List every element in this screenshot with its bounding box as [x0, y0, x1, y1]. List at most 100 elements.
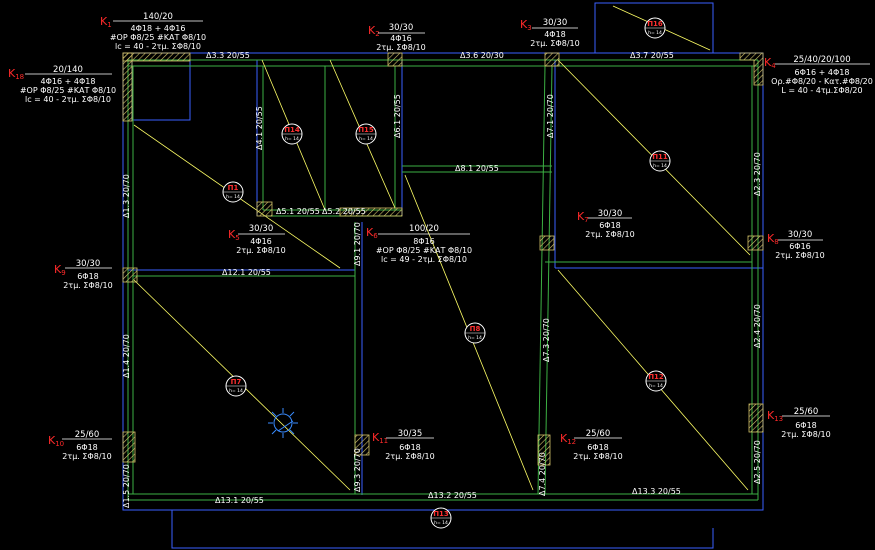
- beam-label: Δ5.2 20/55: [322, 207, 366, 216]
- svg-text:#ΟΡ Φ8/25 #ΚΑΤ Φ8/10: #ΟΡ Φ8/25 #ΚΑΤ Φ8/10: [376, 246, 472, 255]
- svg-text:K6: K6: [366, 226, 378, 240]
- column-labels: K1 140/20 4Φ18 + 4Φ16 #ΟΡ Φ8/25 #ΚΑΤ Φ8/…: [8, 12, 873, 461]
- svg-text:4Φ16 + 4Φ18: 4Φ16 + 4Φ18: [41, 77, 96, 86]
- column-k4: K4 25/40/20/100 6Φ16 + 4Φ18 Oρ.#Φ8/20 - …: [764, 55, 873, 95]
- beam-labels-horizontal: Δ3.3 20/55 Δ3.6 20/30 Δ3.7 20/55 Δ5.1 20…: [206, 51, 681, 505]
- slab-marker[interactable]: Π8h= 14: [464, 322, 486, 344]
- svg-text:2τμ. ΣΦ8/10: 2τμ. ΣΦ8/10: [236, 246, 285, 255]
- svg-text:K7: K7: [577, 210, 589, 224]
- svg-text:6Φ16 + 4Φ18: 6Φ16 + 4Φ18: [795, 68, 850, 77]
- svg-text:K10: K10: [48, 434, 64, 448]
- svg-text:Π7: Π7: [231, 378, 242, 386]
- svg-text:2τμ. ΣΦ8/10: 2τμ. ΣΦ8/10: [573, 452, 622, 461]
- svg-text:K5: K5: [228, 228, 240, 242]
- column-k8: K8 30/30 6Φ16 2τμ. ΣΦ8/10: [767, 230, 825, 260]
- column-k12: K12 25/60 6Φ18 2τμ. ΣΦ8/10: [560, 429, 623, 461]
- svg-text:L = 40 - 4τμ.ΣΦ8/20: L = 40 - 4τμ.ΣΦ8/20: [781, 86, 862, 95]
- svg-text:Π12: Π12: [648, 373, 664, 381]
- svg-text:#ΟΡ Φ8/25 #ΚΑΤ Φ8/10: #ΟΡ Φ8/25 #ΚΑΤ Φ8/10: [110, 33, 206, 42]
- svg-text:Oρ.#Φ8/20 - Κατ.#Φ8/20: Oρ.#Φ8/20 - Κατ.#Φ8/20: [771, 77, 873, 86]
- svg-text:#ΟΡ Φ8/25 #ΚΑΤ Φ8/10: #ΟΡ Φ8/25 #ΚΑΤ Φ8/10: [20, 86, 116, 95]
- beam-label: Δ13.2 20/55: [428, 491, 477, 500]
- slab-marker[interactable]: Π11 h= 14: [649, 150, 671, 172]
- beam-label: Δ9.1 20/70: [353, 222, 362, 266]
- svg-text:lc = 40 - 2τμ. ΣΦ8/10: lc = 40 - 2τμ. ΣΦ8/10: [25, 95, 111, 104]
- svg-text:h= 14: h= 14: [434, 520, 448, 526]
- svg-text:K13: K13: [767, 409, 783, 423]
- svg-text:6Φ18: 6Φ18: [77, 272, 99, 281]
- svg-text:4Φ16: 4Φ16: [390, 34, 412, 43]
- svg-text:h= 14: h= 14: [359, 136, 373, 142]
- svg-text:K4: K4: [764, 56, 776, 70]
- column-k3: K3 30/30 4Φ18 2τμ. ΣΦ8/10: [520, 18, 580, 48]
- svg-text:2τμ. ΣΦ8/10: 2τμ. ΣΦ8/10: [376, 43, 425, 52]
- svg-text:Π13: Π13: [433, 510, 449, 518]
- slab-marker[interactable]: Π13 h= 14: [430, 507, 452, 529]
- beam-label: Δ1.5 20/70: [122, 464, 131, 508]
- slab-marker[interactable]: Π1h= 14: [222, 181, 244, 203]
- svg-text:lc = 49 - 2τμ. ΣΦ8/10: lc = 49 - 2τμ. ΣΦ8/10: [381, 255, 467, 264]
- svg-text:h= 14: h= 14: [653, 163, 667, 169]
- column-k2: K2 30/30 4Φ16 2τμ. ΣΦ8/10: [368, 23, 426, 52]
- light-fixture-icon: [268, 408, 298, 438]
- svg-text:K2: K2: [368, 24, 380, 38]
- beam-label: Δ4.1 20/55: [255, 106, 264, 150]
- svg-text:30/30: 30/30: [598, 209, 623, 219]
- column-k6: K6 100/20 8Φ16 #ΟΡ Φ8/25 #ΚΑΤ Φ8/10 lc =…: [366, 224, 472, 264]
- svg-text:30/35: 30/35: [398, 429, 423, 439]
- svg-text:K9: K9: [54, 263, 66, 277]
- svg-text:h= 14: h= 14: [648, 30, 662, 36]
- columns-hatched: [122, 52, 764, 466]
- beam-label: Δ1.3 20/70: [122, 174, 131, 218]
- svg-text:2τμ. ΣΦ8/10: 2τμ. ΣΦ8/10: [781, 430, 830, 439]
- svg-text:Π15: Π15: [358, 126, 374, 134]
- column-k1: K1 140/20 4Φ18 + 4Φ16 #ΟΡ Φ8/25 #ΚΑΤ Φ8/…: [100, 12, 206, 51]
- beam-label: Δ9.3 20/70: [353, 448, 362, 492]
- svg-text:4Φ16: 4Φ16: [250, 237, 272, 246]
- column-k18: K18 20/140 4Φ16 + 4Φ18 #ΟΡ Φ8/25 #ΚΑΤ Φ8…: [8, 65, 116, 104]
- column-k13: K13 25/60 6Φ18 2τμ. ΣΦ8/10: [767, 407, 831, 439]
- slab-marker[interactable]: Π15 h= 14: [355, 123, 377, 145]
- svg-text:4Φ18: 4Φ18: [544, 30, 566, 39]
- slab-marker[interactable]: Π14 h= 14: [281, 123, 303, 145]
- svg-text:6Φ16: 6Φ16: [789, 242, 811, 251]
- svg-text:25/60: 25/60: [75, 430, 100, 440]
- svg-text:100/20: 100/20: [409, 224, 439, 234]
- beam-label: Δ3.6 20/30: [460, 51, 504, 60]
- svg-text:20/140: 20/140: [53, 65, 83, 75]
- svg-text:6Φ18: 6Φ18: [76, 443, 98, 452]
- svg-text:Π14: Π14: [284, 126, 300, 134]
- svg-text:h= 14: h= 14: [649, 383, 663, 389]
- svg-text:25/60: 25/60: [794, 407, 819, 417]
- beam-label: Δ2.4 20/70: [753, 304, 762, 348]
- svg-text:6Φ18: 6Φ18: [599, 221, 621, 230]
- svg-text:2τμ. ΣΦ8/10: 2τμ. ΣΦ8/10: [385, 452, 434, 461]
- beam-label: Δ13.3 20/55: [632, 487, 681, 496]
- beams: [127, 59, 759, 501]
- column-k9: K9 30/30 6Φ18 2τμ. ΣΦ8/10: [54, 259, 113, 290]
- slab-marker[interactable]: Π7h= 14: [225, 375, 247, 397]
- svg-text:4Φ18 + 4Φ16: 4Φ18 + 4Φ16: [131, 24, 186, 33]
- column-k7: K7 30/30 6Φ18 2τμ. ΣΦ8/10: [577, 209, 635, 239]
- beam-label: Δ12.1 20/55: [222, 268, 271, 277]
- svg-text:2τμ. ΣΦ8/10: 2τμ. ΣΦ8/10: [585, 230, 634, 239]
- beam-label: Δ6.1 20/55: [393, 94, 402, 138]
- beam-label: Δ5.1 20/55: [276, 207, 320, 216]
- svg-text:2τμ. ΣΦ8/10: 2τμ. ΣΦ8/10: [63, 281, 112, 290]
- svg-text:30/30: 30/30: [788, 230, 813, 240]
- svg-text:6Φ18: 6Φ18: [587, 443, 609, 452]
- svg-text:Π11: Π11: [652, 153, 668, 161]
- svg-text:h= 14: h= 14: [285, 136, 299, 142]
- svg-text:8Φ16: 8Φ16: [413, 237, 435, 246]
- slab-marker[interactable]: Π12 h= 14: [645, 370, 667, 392]
- svg-text:30/30: 30/30: [543, 18, 568, 28]
- svg-text:Π1: Π1: [228, 184, 239, 192]
- beam-label: Δ8.1 20/55: [455, 164, 499, 173]
- svg-text:6Φ18: 6Φ18: [399, 443, 421, 452]
- svg-text:25/40/20/100: 25/40/20/100: [793, 55, 850, 65]
- beam-label: Δ3.3 20/55: [206, 51, 250, 60]
